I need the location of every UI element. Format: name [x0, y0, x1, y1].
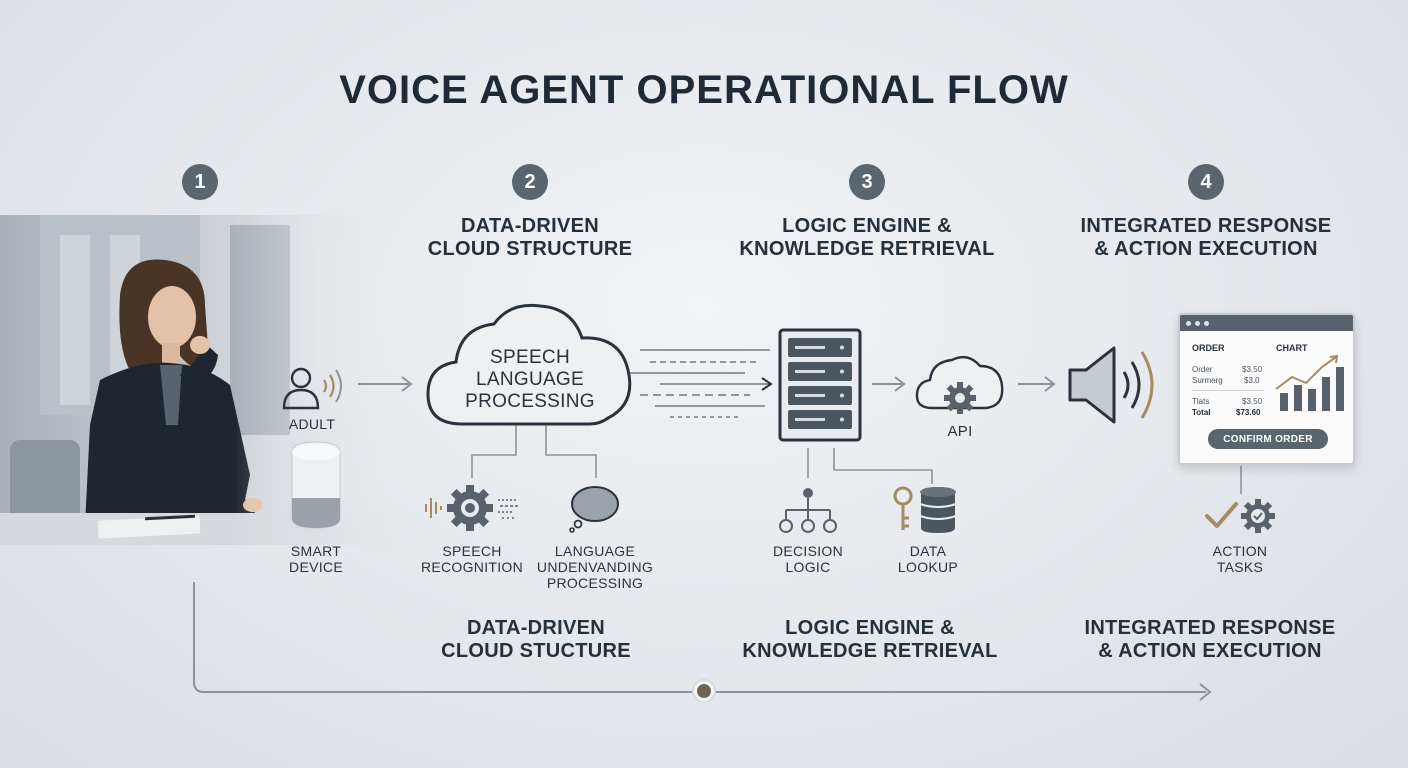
mini-bar-chart-icon [1275, 354, 1344, 411]
data-lookup-label: DATA LOOKUP [897, 543, 959, 575]
check-gear-icon [1205, 499, 1275, 533]
step-4-badge: 4 [1188, 164, 1224, 200]
api-label: API [947, 423, 973, 440]
bottom-label-logic: LOGIC ENGINE & KNOWLEDGE RETRIEVAL [742, 617, 998, 662]
order-row-value: $3.0 [1244, 376, 1260, 385]
step-3-heading: LOGIC ENGINE & KNOWLEDGE RETRIEVAL [739, 215, 995, 260]
step-2-heading: DATA-DRIVEN CLOUD STRUCTURE [427, 215, 633, 260]
step-3-badge: 3 [849, 164, 885, 200]
card-title-bar [1180, 315, 1353, 331]
step-4-heading: INTEGRATED RESPONSE & ACTION EXECUTION [1080, 215, 1332, 260]
cloud-label: SPEECH LANGUAGE PROCESSING [465, 347, 595, 412]
language-processing-label: LANGUAGE UNDENVANDING PROCESSING [536, 543, 654, 591]
smart-device-label: SMART DEVICE [289, 543, 343, 575]
speech-bubble-icon [569, 486, 619, 533]
adult-person-icon [282, 367, 342, 410]
speech-recognition-label: SPEECH RECOGNITION [420, 543, 524, 575]
bottom-label-cloud: DATA-DRIVEN CLOUD STUCTURE [441, 617, 631, 662]
chart-heading: CHART [1276, 343, 1308, 353]
order-row-label: Tlats [1192, 397, 1210, 406]
order-card: ORDER CHART Order $3.50 Surmerg $3.0 Tla… [1178, 313, 1355, 465]
step-2-badge: 2 [512, 164, 548, 200]
page-title: VOICE AGENT OPERATIONAL FLOW [339, 68, 1069, 112]
step-1-badge: 1 [182, 164, 218, 200]
order-row-label: Order [1192, 365, 1213, 374]
order-row-value: $3.50 [1242, 397, 1263, 406]
order-row-value: $3.50 [1242, 365, 1263, 374]
decision-tree-icon [779, 488, 837, 533]
api-cloud-gear-icon [915, 355, 1004, 414]
audio-speaker-icon [1068, 346, 1154, 424]
confirm-order-button[interactable]: CONFIRM ORDER [1208, 429, 1328, 449]
speech-recognition-gear-icon [425, 485, 520, 531]
speech-processing-cloud-icon [426, 303, 632, 426]
adult-label: ADULT [288, 416, 336, 432]
order-heading: ORDER [1192, 343, 1225, 353]
bottom-label-response: INTEGRATED RESPONSE & ACTION EXECUTION [1084, 617, 1336, 662]
order-total-value: $73.60 [1236, 408, 1261, 417]
decision-logic-label: DECISION LOGIC [772, 543, 844, 575]
order-row-label: Surmerg [1192, 376, 1223, 385]
action-tasks-label: ACTION TASKS [1212, 543, 1268, 575]
smart-speaker-icon [291, 441, 341, 529]
woman-at-desk-illustration [0, 215, 390, 545]
key-database-icon [893, 484, 957, 536]
order-total-label: Total [1192, 408, 1211, 417]
server-rack-icon [778, 328, 862, 442]
